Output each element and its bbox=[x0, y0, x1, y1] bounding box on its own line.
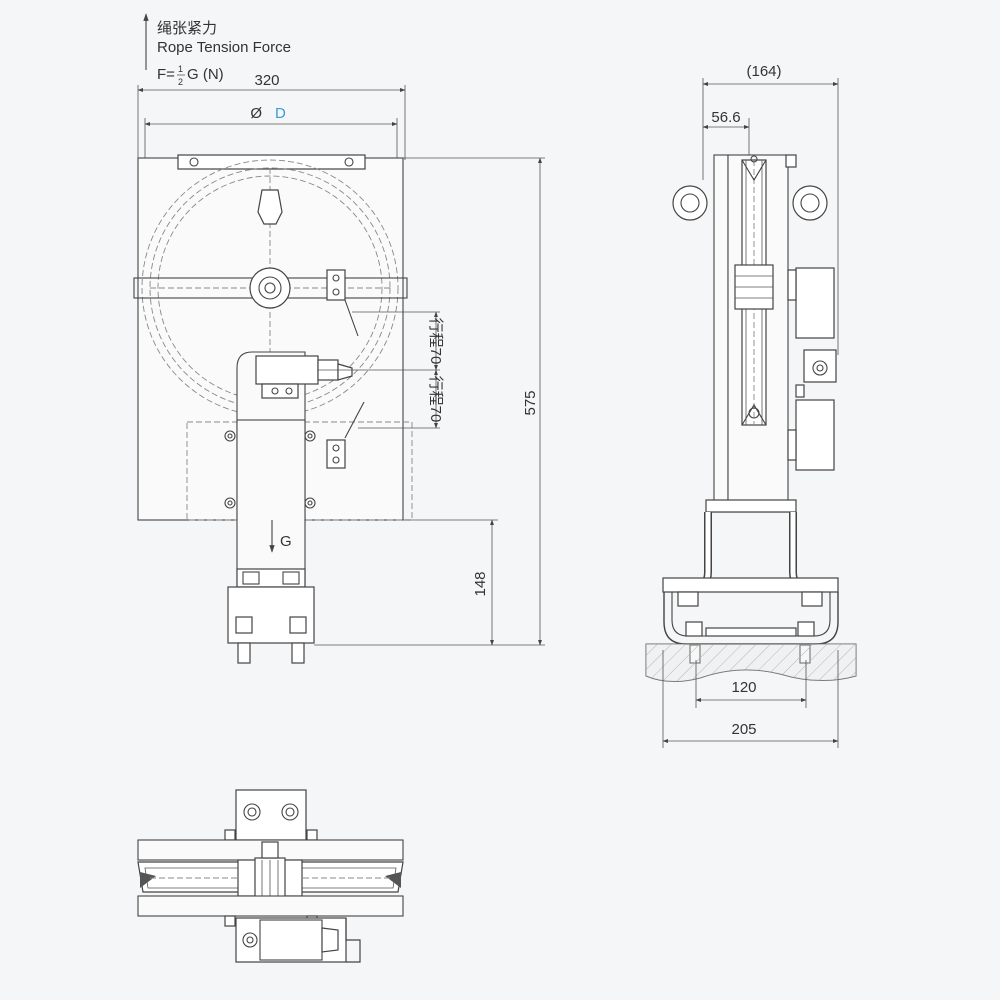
stroke-up-label: 行程70 bbox=[427, 318, 444, 365]
front-view: 320 Ø D bbox=[133, 72, 545, 664]
switch-bracket-upper bbox=[326, 269, 346, 301]
force-label-en: Rope Tension Force bbox=[157, 39, 291, 56]
handle-knob bbox=[257, 189, 283, 225]
weight-label: G bbox=[280, 533, 292, 550]
cross-bar bbox=[705, 499, 797, 513]
dim-height-label: 575 bbox=[522, 390, 539, 415]
force-label-cn: 绳张紧力 bbox=[157, 20, 217, 37]
hub bbox=[249, 267, 291, 309]
dim-total-label: (164) bbox=[746, 63, 781, 80]
dim-base-inner-label: 120 bbox=[731, 679, 756, 696]
column-lower bbox=[236, 419, 306, 586]
stroke-down-label: 行程70 bbox=[427, 376, 444, 423]
rail-clamp bbox=[227, 586, 315, 644]
switch-box-lower bbox=[795, 399, 835, 471]
top-clamp-block bbox=[235, 789, 307, 841]
dim-width-label: 320 bbox=[254, 72, 279, 89]
dim-offset-label: 56.6 bbox=[711, 109, 740, 126]
top-lower-plate bbox=[137, 895, 404, 917]
lower-lever bbox=[344, 401, 365, 439]
side-view: (164) 56.6 bbox=[645, 63, 857, 748]
dim-base-outer-label: 205 bbox=[731, 721, 756, 738]
limit-switch bbox=[255, 355, 319, 385]
switch-box-upper bbox=[795, 267, 835, 339]
base-bar bbox=[662, 577, 839, 593]
force-label: 绳张紧力 Rope Tension Force F= 1 2 G (N) bbox=[143, 13, 291, 87]
dim-diameter-var: D bbox=[275, 105, 286, 122]
top-view bbox=[137, 789, 404, 963]
dim-base-label: 148 bbox=[472, 571, 489, 596]
side-back-plate bbox=[713, 154, 729, 513]
formula-numerator: 1 bbox=[178, 64, 183, 74]
upper-lever bbox=[344, 299, 359, 337]
limit-switch-side bbox=[803, 349, 837, 383]
top-bracket bbox=[177, 154, 366, 170]
formula-prefix: F= bbox=[157, 66, 175, 83]
dim-diameter-prefix: Ø bbox=[250, 105, 262, 122]
switch-bracket-lower bbox=[326, 439, 346, 469]
eye-bolt-right bbox=[792, 185, 828, 221]
ground bbox=[645, 643, 857, 682]
formula-denominator: 2 bbox=[178, 77, 183, 87]
formula-suffix: G (N) bbox=[187, 66, 224, 83]
eye-bolt-left bbox=[672, 185, 708, 221]
